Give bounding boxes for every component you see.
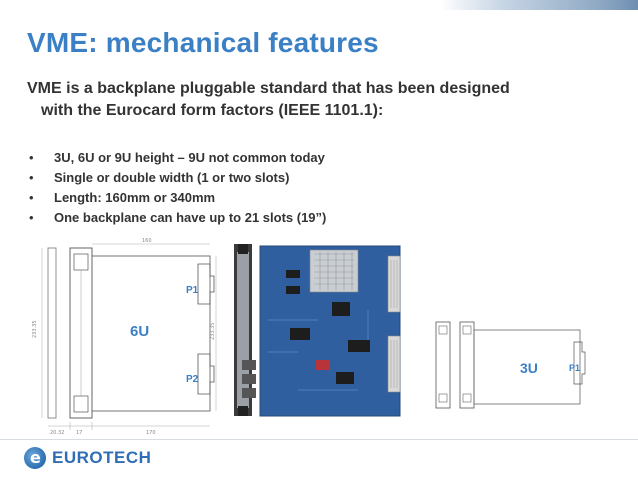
bullet-text: One backplane can have up to 21 slots (1… <box>54 210 327 225</box>
bullet-item: • One backplane can have up to 21 slots (… <box>27 208 326 228</box>
bullet-marker: • <box>29 150 34 165</box>
vme-6u-drawing: 160 233.35 233.35 20.32 17 170 <box>32 238 217 436</box>
bullet-marker: • <box>29 190 34 205</box>
footer-divider <box>0 439 638 440</box>
label-3u-p1: P1 <box>569 363 581 373</box>
bullet-text: 3U, 6U or 9U height – 9U not common toda… <box>54 150 325 165</box>
eurotech-logo: EUROTECH <box>24 447 151 469</box>
intro-line-1: VME is a backplane pluggable standard th… <box>27 80 510 97</box>
dimension-top: 160 <box>142 238 152 244</box>
bullet-item: • Length: 160mm or 340mm <box>27 188 326 208</box>
vme-3u-drawing <box>435 321 586 409</box>
label-6u-p2: P2 <box>186 374 199 385</box>
bullet-marker: • <box>29 170 34 185</box>
label-6u-p1: P1 <box>186 285 199 296</box>
label-3u: 3U <box>520 360 538 376</box>
dimension-bottom-left: 20.32 <box>50 430 64 436</box>
eurotech-logo-icon <box>24 447 46 469</box>
intro-line-2: with the Eurocard form factors (IEEE 110… <box>41 102 384 119</box>
vme-board-photo <box>234 244 401 417</box>
label-6u: 6U <box>130 323 150 340</box>
bullet-list: • 3U, 6U or 9U height – 9U not common tod… <box>27 148 326 228</box>
bullet-text: Single or double width (1 or two slots) <box>54 170 290 185</box>
dimension-bottom-mid: 17 <box>76 430 82 436</box>
slide-title: VME: mechanical features <box>27 27 379 58</box>
brand-name: EUROTECH <box>52 448 152 467</box>
bullet-item: • Single or double width (1 or two slots) <box>27 168 326 188</box>
bullet-item: • 3U, 6U or 9U height – 9U not common tod… <box>27 148 326 168</box>
top-decoration-bar <box>0 0 638 14</box>
dimension-right: 233.35 <box>210 323 216 341</box>
dimension-bottom-right: 170 <box>146 430 156 436</box>
bullet-marker: • <box>29 210 34 225</box>
dimension-left: 233.35 <box>32 321 38 339</box>
intro-paragraph: VME is a backplane pluggable standard th… <box>27 78 607 122</box>
bullet-text: Length: 160mm or 340mm <box>54 190 216 205</box>
